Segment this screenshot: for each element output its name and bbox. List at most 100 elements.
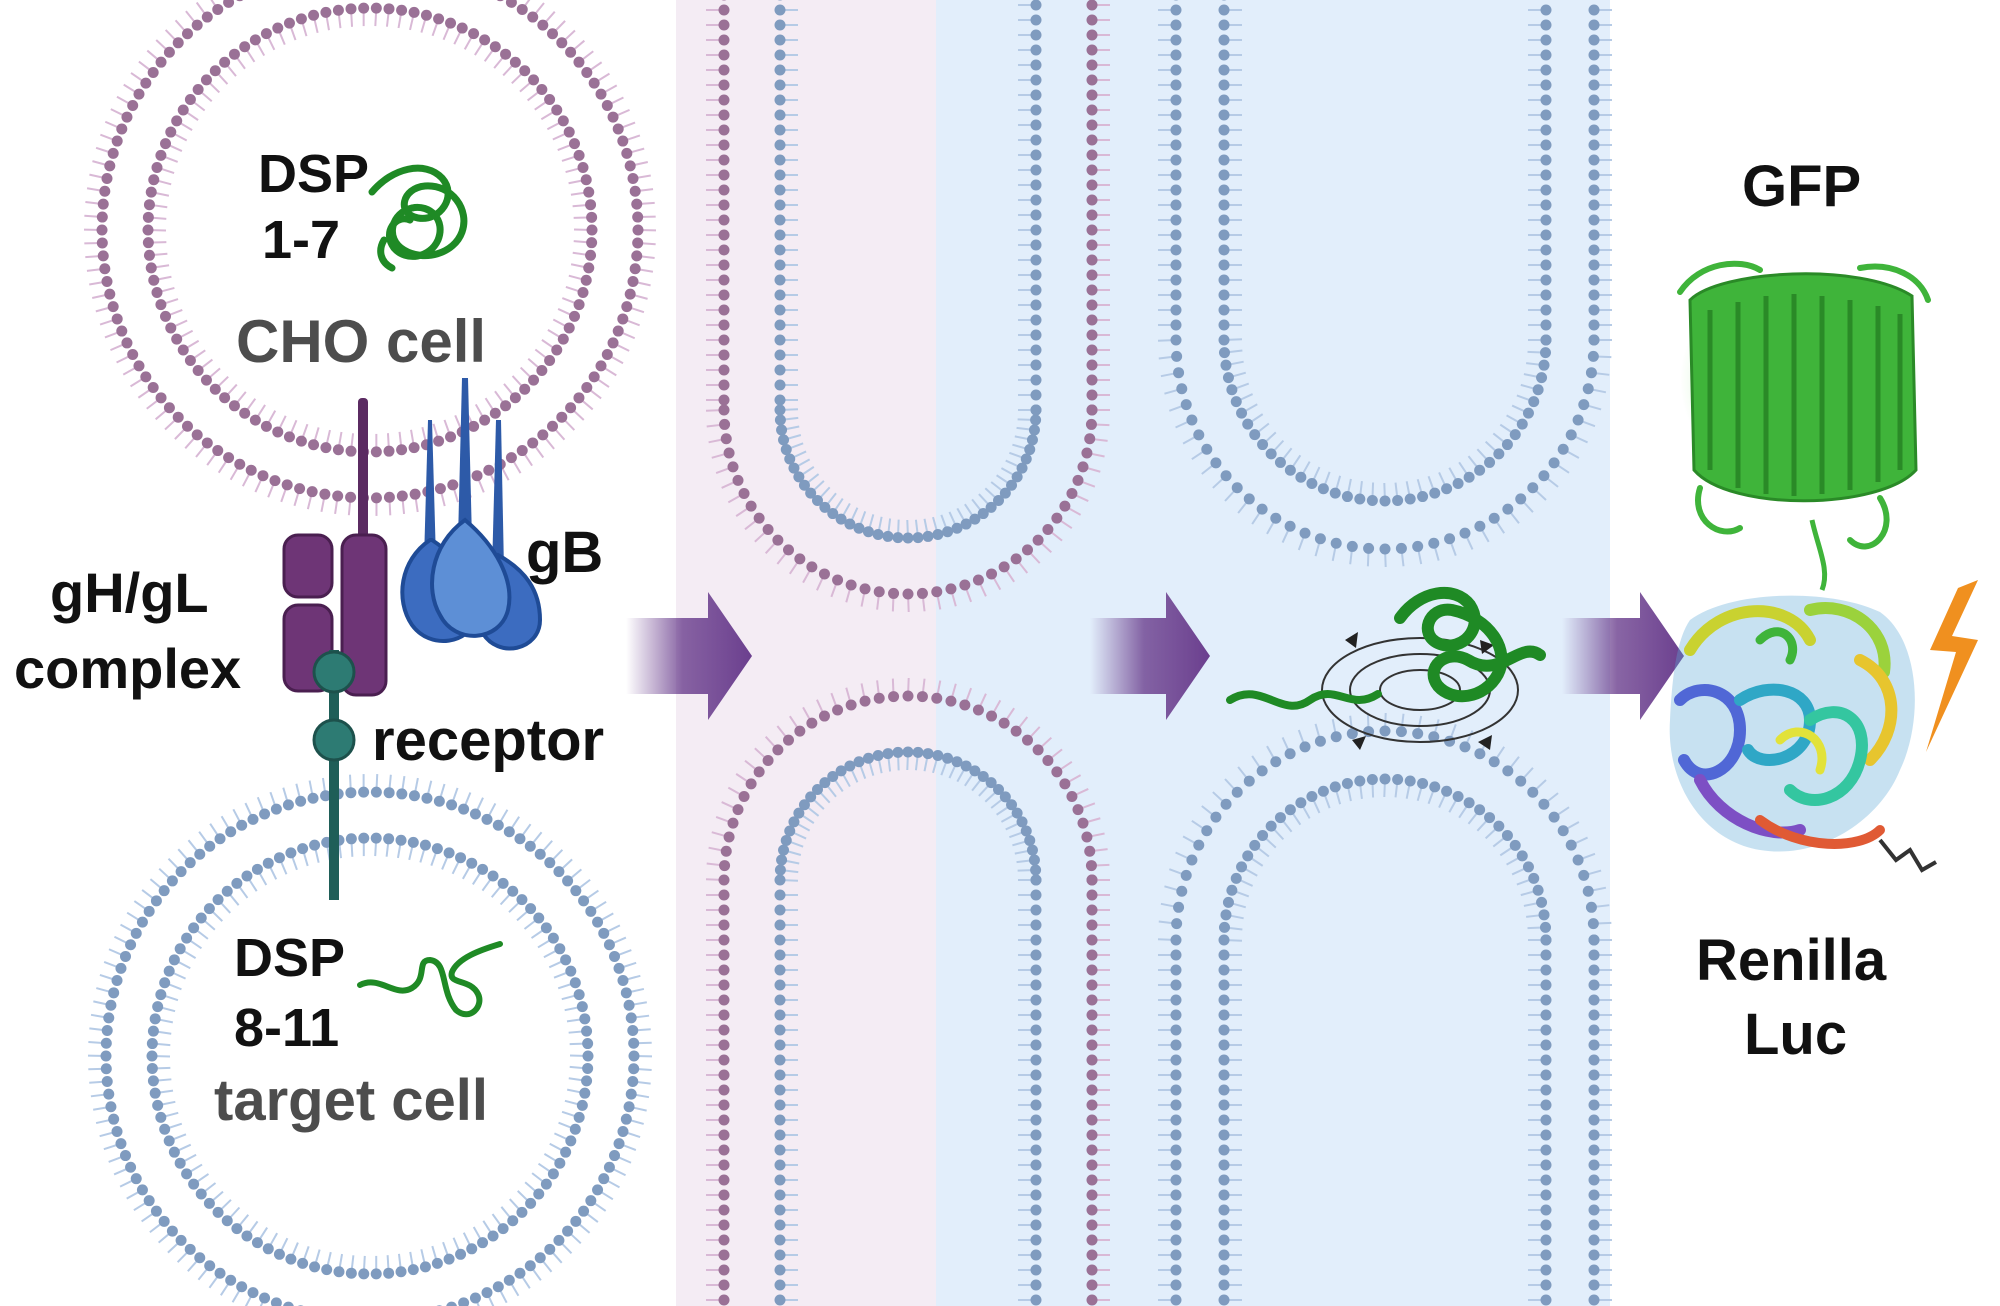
lipid-head: [283, 1301, 294, 1306]
lipid-head: [1030, 1099, 1042, 1111]
lipid-head: [1030, 874, 1042, 886]
lipid-head: [1412, 540, 1424, 552]
renilla-label-line2: Luc: [1744, 1002, 1847, 1067]
lipid-head: [776, 424, 788, 436]
lipid-head: [509, 392, 521, 404]
lipid-head: [487, 1230, 499, 1242]
lipid-head: [516, 445, 528, 457]
lipid-head: [1072, 474, 1084, 486]
lipid-head: [1218, 79, 1230, 91]
lipid-head: [505, 0, 517, 8]
lipid-head: [774, 1069, 786, 1081]
lipid-head: [719, 860, 731, 872]
lipid-head: [718, 1249, 730, 1261]
lipid-head: [774, 934, 786, 946]
lipid-head: [845, 579, 857, 591]
lipid-head: [583, 262, 595, 274]
lipid-head: [592, 916, 604, 928]
lipid-head: [718, 334, 730, 346]
lipid-head: [1588, 1084, 1600, 1096]
lipid-head: [719, 418, 731, 430]
lipid-head: [1231, 786, 1243, 798]
lipid-head: [985, 777, 997, 789]
lipid-head: [1392, 773, 1404, 785]
lipid-head: [527, 437, 539, 449]
lipid-head: [1186, 414, 1198, 426]
lipid-head: [1024, 834, 1036, 846]
lipid-head: [1030, 194, 1042, 206]
lipid-head: [1030, 59, 1042, 71]
lipid-head: [191, 429, 203, 441]
lipid-head: [628, 1063, 640, 1075]
lipid-head: [1030, 404, 1042, 416]
lipid-head: [1540, 154, 1552, 166]
lipid-head: [140, 371, 152, 383]
lipid-head: [332, 490, 344, 502]
lipid-head: [160, 310, 172, 322]
lipid-head: [1540, 244, 1552, 256]
lipid-head: [620, 1113, 632, 1125]
lipid-head: [1379, 495, 1391, 507]
lipid-head: [1588, 1189, 1600, 1201]
lipid-head: [147, 1025, 159, 1037]
lipid-head: [225, 1274, 237, 1286]
lipid-head: [872, 528, 884, 540]
lipid-head: [629, 185, 641, 197]
lipid-head: [1201, 825, 1213, 837]
renilla-luciferase-icon: [1669, 595, 1937, 873]
lipid-head: [1346, 728, 1358, 740]
lipid-head: [1170, 79, 1182, 91]
lipid-head: [1540, 1054, 1552, 1066]
lipid-head: [718, 199, 730, 211]
lipid-head: [1429, 487, 1441, 499]
lipid-head: [718, 94, 730, 106]
lipid-head: [283, 431, 295, 443]
lipid-head: [931, 692, 943, 704]
lipid-head: [1474, 520, 1486, 532]
lipid-head: [1010, 553, 1022, 565]
lipid-head: [1030, 224, 1042, 236]
lipid-head: [1086, 1099, 1098, 1111]
lipid-head: [1588, 64, 1600, 76]
lipid-head: [212, 894, 224, 906]
lipid-head: [269, 475, 281, 487]
lipid-head: [1226, 884, 1238, 896]
lipid-head: [321, 1264, 333, 1276]
lipid-head: [1474, 748, 1486, 760]
lipid-head: [1170, 124, 1182, 136]
lipid-head: [116, 123, 128, 135]
lipid-head: [396, 444, 408, 456]
lipid-head: [553, 1234, 565, 1246]
lipid-head: [832, 704, 844, 716]
lipid-head: [718, 1114, 730, 1126]
lipid-head: [1284, 748, 1296, 760]
lipid-head: [1284, 804, 1296, 816]
lipid-head: [345, 1267, 357, 1279]
lipid-head: [1428, 537, 1440, 549]
lipid-head: [718, 34, 730, 46]
lipid-head: [165, 322, 177, 334]
lipid-head: [479, 414, 491, 426]
lipid-head: [1540, 1204, 1552, 1216]
lipid-head: [1030, 134, 1042, 146]
lipid-head: [1540, 34, 1552, 46]
lipid-head: [358, 2, 370, 14]
lipid-head: [774, 1159, 786, 1171]
lipid-head: [1257, 439, 1269, 451]
lipid-head: [1218, 64, 1230, 76]
lipid-head: [262, 857, 274, 869]
lipid-head: [105, 1101, 117, 1113]
lipid-head: [1218, 979, 1230, 991]
lipid-head: [1540, 49, 1552, 61]
lipid-head: [171, 115, 183, 127]
lipid-head: [1540, 1084, 1552, 1096]
lipid-head: [1329, 781, 1341, 793]
lipid-head: [297, 1257, 309, 1269]
lipid-head: [922, 748, 934, 760]
lipid-head: [1072, 804, 1084, 816]
lipid-head: [1170, 1219, 1182, 1231]
lipid-head: [1030, 0, 1042, 11]
lipid-head: [1086, 29, 1098, 41]
lipid-head: [959, 579, 971, 591]
lipid-head: [446, 799, 458, 811]
